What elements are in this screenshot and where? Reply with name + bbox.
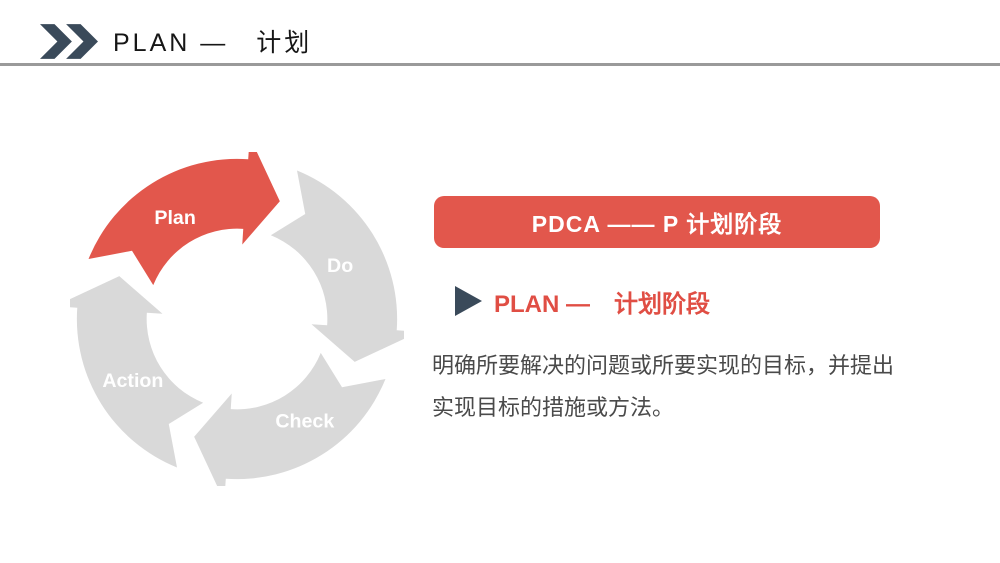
double-chevron-icon — [40, 23, 98, 59]
pdca-label-plan: Plan — [154, 207, 195, 229]
page-title: PLAN — 计划 — [113, 29, 313, 57]
section-body-text: 明确所要解决的问题或所要实现的目标，并提出实现目标的措施或方法。 — [432, 353, 895, 420]
pdca-arrow-plan — [88, 152, 280, 286]
pdca-label-action: Action — [102, 370, 163, 392]
header-divider — [0, 63, 1000, 66]
pdca-label-check: Check — [275, 410, 334, 432]
pdca-cycle-diagram: Plan Do Check Action — [70, 152, 404, 486]
section-heading-text: PLAN — 计划阶段 — [494, 290, 710, 318]
pdca-arrow-check — [194, 352, 386, 486]
pdca-arrow-action — [70, 276, 204, 468]
slide-header: PLAN — 计划 — [40, 20, 312, 62]
pdca-arrow-do — [270, 170, 404, 362]
pdca-label-do: Do — [327, 255, 353, 277]
section-banner: PDCA —— P 计划阶段 — [434, 196, 880, 248]
section-heading-row: PLAN — 计划阶段 — [455, 286, 710, 318]
section-banner-title: PDCA —— P 计划阶段 — [531, 211, 783, 237]
triangle-bullet-icon — [455, 286, 482, 316]
